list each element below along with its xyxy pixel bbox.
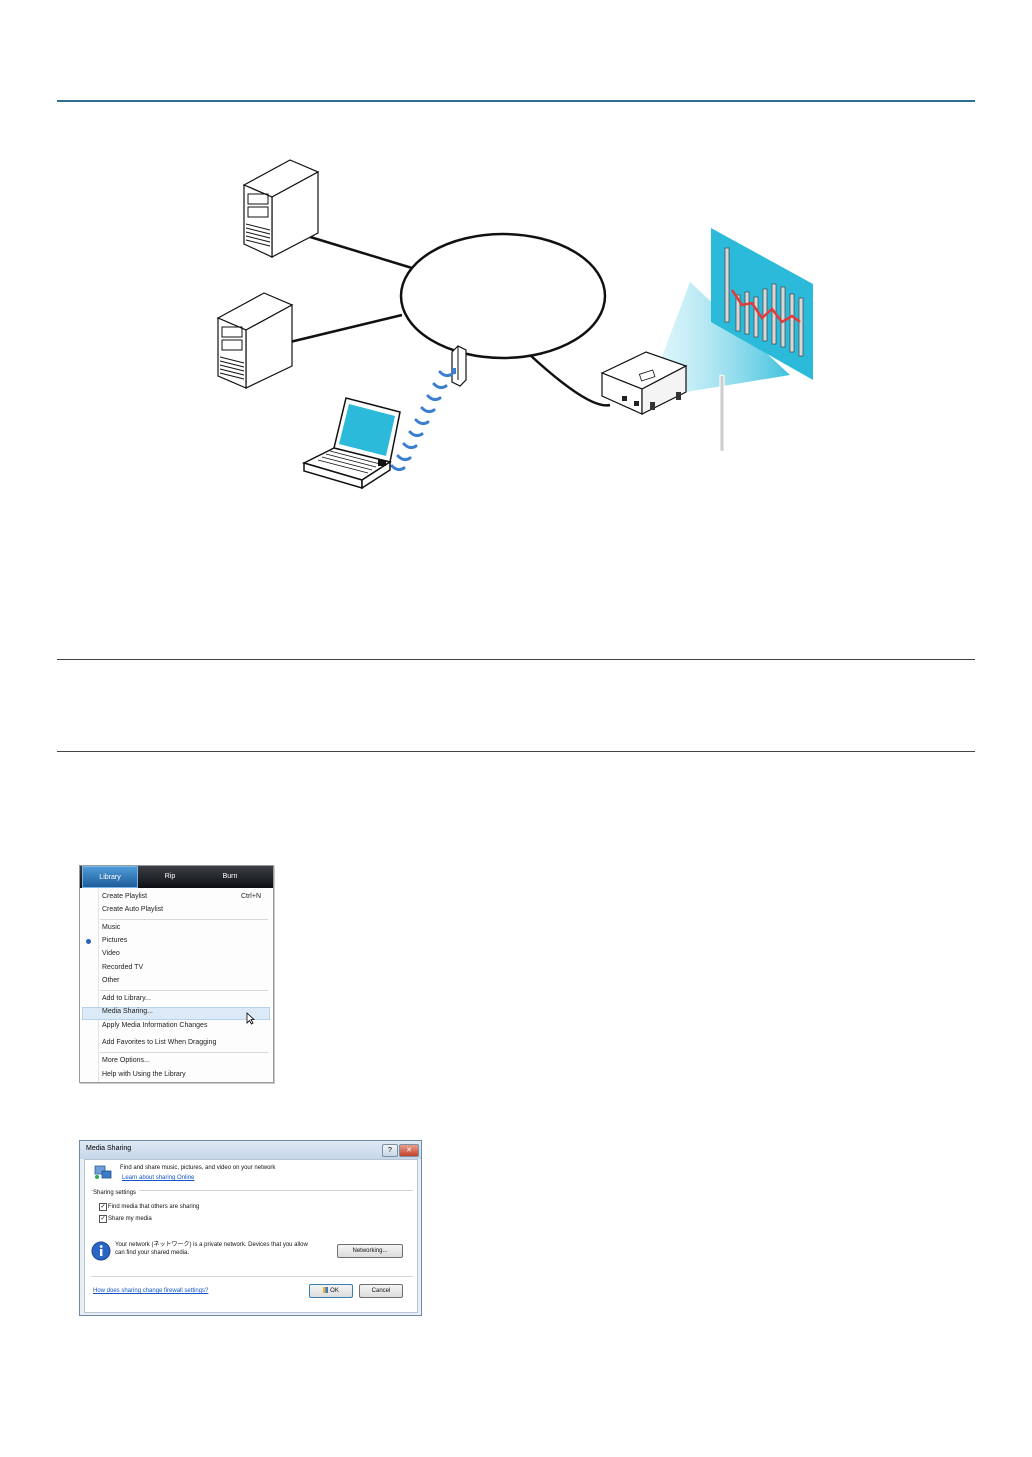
dialog-divider (91, 1276, 413, 1277)
menu-item-video[interactable]: Video (102, 950, 120, 957)
media-sharing-dialog: Media Sharing ? ✕ Find and share music, … (79, 1140, 422, 1316)
find-media-label: Find media that others are sharing (108, 1204, 200, 1210)
section-rule (57, 659, 975, 660)
cancel-button[interactable]: Cancel (359, 1284, 403, 1298)
shortcut-label: Ctrl+N (240, 893, 261, 900)
menu-item-apply-media-info[interactable]: Apply Media Information Changes (102, 1022, 208, 1029)
menu-item-add-to-library[interactable]: Add to Library... (102, 995, 151, 1002)
menu-item-create-playlist[interactable]: Create Playlist (102, 893, 148, 900)
projector-beam (660, 282, 790, 392)
server2-link (289, 313, 403, 344)
tab-library[interactable]: Library (82, 866, 138, 888)
network-info-line1: Your network (ネットワーク) is a private netwo… (115, 1242, 308, 1248)
library-menu-screenshot: Library Rip Burn Create Playlist Ctrl+N … (79, 865, 274, 1083)
mouse-cursor-icon (246, 1012, 255, 1025)
ok-button[interactable]: OK (309, 1284, 353, 1298)
dialog-title-bar: Media Sharing ? ✕ (80, 1141, 421, 1159)
media-sharing-icon (94, 1165, 112, 1179)
find-media-checkbox[interactable]: ✓ (99, 1203, 107, 1211)
menu-separator (100, 919, 268, 920)
dialog-body: Find and share music, pictures, and vide… (84, 1159, 418, 1313)
settings-heading: Sharing settings (93, 1189, 140, 1197)
access-point-icon (451, 345, 467, 387)
learn-sharing-link[interactable]: Learn about sharing Online (122, 1175, 195, 1181)
menu-item-music[interactable]: Music (102, 924, 121, 931)
close-button[interactable]: ✕ (399, 1144, 419, 1157)
help-button[interactable]: ? (382, 1144, 398, 1157)
server-2-icon (216, 292, 294, 389)
menu-item-help-library[interactable]: Help with Using the Library (102, 1071, 186, 1078)
projector-link (529, 354, 611, 407)
menu-item-recorded-tv[interactable]: Recorded TV (102, 964, 144, 971)
menu-separator (100, 990, 268, 991)
projection-screen (711, 228, 813, 453)
menu-separator (100, 1052, 268, 1053)
wifi-waves-icon (390, 370, 454, 472)
menu-item-more-options[interactable]: More Options... (102, 1057, 150, 1064)
header-rule (57, 100, 975, 102)
firewall-settings-link[interactable]: How does sharing change firewall setting… (93, 1288, 209, 1294)
network-info-line2: can find your shared media. (115, 1250, 190, 1256)
server-1-icon (242, 159, 320, 258)
menu-item-pictures[interactable]: Pictures (102, 937, 128, 944)
laptop-icon (301, 397, 401, 490)
menu-highlight (82, 1007, 270, 1020)
menu-item-other[interactable]: Other (102, 977, 120, 984)
network-diagram (216, 159, 813, 490)
share-my-media-label: Share my media (108, 1216, 152, 1222)
info-icon (91, 1241, 111, 1261)
selected-radio-icon (86, 939, 91, 944)
network-cloud (399, 232, 607, 360)
ok-label: OK (330, 1288, 339, 1294)
projector-icon (600, 351, 688, 415)
menu-item-add-favorites[interactable]: Add Favorites to List When Dragging (102, 1039, 217, 1046)
share-my-media-checkbox[interactable]: ✓ (99, 1215, 107, 1223)
networking-button[interactable]: Networking... (337, 1244, 403, 1258)
shield-icon (323, 1287, 329, 1293)
menu-item-media-sharing[interactable]: Media Sharing... (102, 1008, 153, 1015)
menu-item-create-auto-playlist[interactable]: Create Auto Playlist (102, 906, 164, 913)
section-rule (57, 751, 975, 752)
tab-burn[interactable]: Burn (222, 873, 238, 880)
menu-tab-bar: Library Rip Burn (80, 866, 273, 888)
server1-link (306, 234, 413, 270)
tab-rip[interactable]: Rip (164, 873, 176, 880)
menu-gutter (98, 888, 99, 1082)
dialog-title: Media Sharing (86, 1145, 132, 1152)
dialog-divider (91, 1190, 413, 1191)
intro-text: Find and share music, pictures, and vide… (120, 1165, 276, 1171)
